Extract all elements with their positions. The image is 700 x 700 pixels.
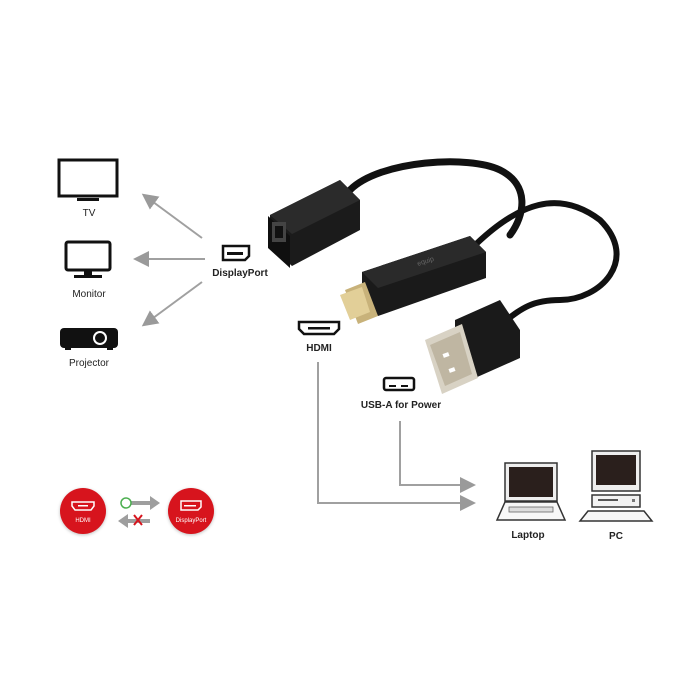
direction-legend: HDMI DisplayPort <box>60 488 220 538</box>
device-label: PC <box>609 531 623 542</box>
pc-icon <box>578 450 654 522</box>
hdmi-male-connector <box>340 236 486 324</box>
hdmi-icon <box>297 320 341 336</box>
device-laptop: Laptop <box>495 460 567 545</box>
badge-label: DisplayPort <box>175 518 207 524</box>
monitor-icon <box>64 240 112 278</box>
brand-logo: equip <box>416 256 435 268</box>
usb-a-icon <box>382 376 416 392</box>
device-label: TV <box>82 208 96 219</box>
device-pc: PC <box>578 449 654 545</box>
port-label: HDMI <box>306 343 332 354</box>
hdmi-icon <box>71 501 95 511</box>
displayport-badge: DisplayPort <box>168 488 214 534</box>
port-usb-a: USB-A for Power <box>355 376 447 416</box>
usb-a-male-connector <box>425 300 520 394</box>
projector-icon <box>60 328 118 350</box>
device-monitor: Monitor <box>62 240 116 304</box>
port-label: DisplayPort <box>212 268 268 279</box>
laptop-icon <box>495 462 567 521</box>
device-label: Monitor <box>72 289 106 300</box>
device-label: Laptop <box>511 530 545 541</box>
port-label: USB-A for Power <box>360 400 442 411</box>
displayport-female-connector <box>268 180 360 268</box>
hdmi-badge: HDMI <box>60 488 106 534</box>
tv-icon <box>57 158 119 201</box>
device-tv: TV <box>57 158 121 224</box>
displayport-icon <box>221 244 251 262</box>
device-projector: Projector <box>57 325 121 375</box>
port-hdmi: HDMI <box>295 320 345 360</box>
device-label: Projector <box>68 358 109 369</box>
port-displayport: DisplayPort <box>208 244 278 284</box>
cross-icon <box>133 514 143 526</box>
displayport-icon <box>180 500 202 511</box>
badge-label: HDMI <box>75 518 91 524</box>
direction-arrows <box>118 496 160 528</box>
check-circle-icon <box>120 497 132 509</box>
